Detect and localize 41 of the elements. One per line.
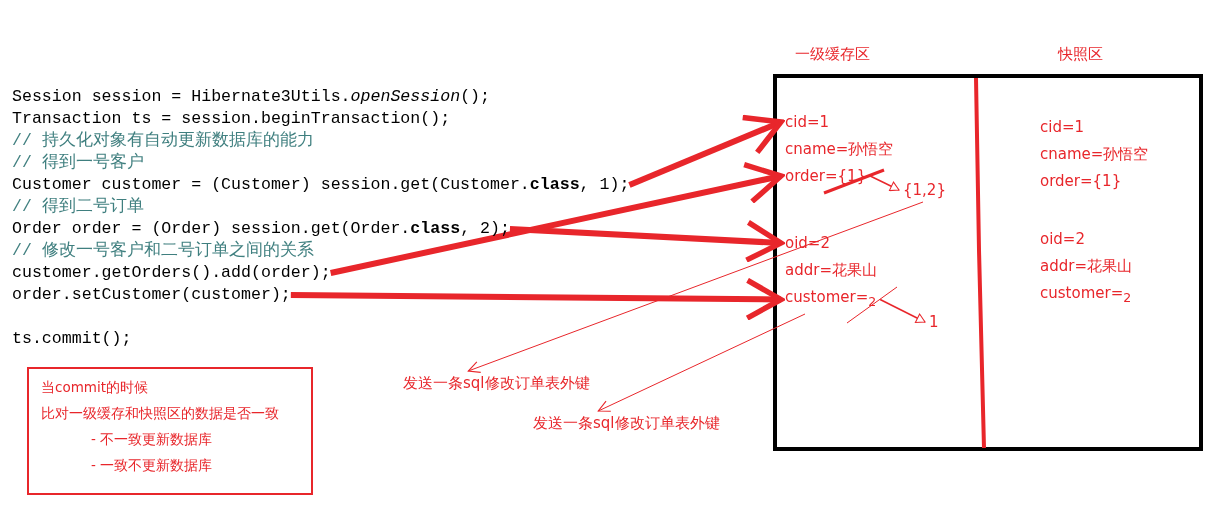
list-item: - 不一致更新数据库 bbox=[91, 430, 213, 449]
field-value: cid=1 bbox=[1040, 117, 1085, 137]
code-comment: // 持久化对象有自动更新数据库的能力 bbox=[12, 131, 314, 151]
arrow bbox=[330, 161, 784, 276]
arrow bbox=[869, 175, 900, 192]
code-line: Session session = Hibernate3Utils.openSession(); bbox=[12, 87, 490, 107]
code-line: Customer customer = (Customer) session.get(Customer.class, 1); bbox=[12, 175, 630, 195]
arrow bbox=[509, 219, 784, 263]
note-box bbox=[27, 367, 313, 495]
code-line: Transaction ts = session.beginTransaction(); bbox=[12, 109, 451, 129]
code-comment: // 修改一号客户和二号订单之间的关系 bbox=[12, 241, 314, 261]
code-line: customer.getOrders().add(order); bbox=[12, 263, 331, 283]
field-value: order={1} bbox=[1040, 171, 1122, 191]
field-value: oid=2 bbox=[1040, 229, 1085, 249]
code-line: Order order = (Order) session.get(Order.class, 2); bbox=[12, 219, 510, 239]
list-item: - 一致不更新数据库 bbox=[91, 456, 213, 475]
note-text: 比对一级缓存和快照区的数据是否一致 bbox=[41, 404, 279, 423]
field-value: addr=花果山 bbox=[1040, 256, 1132, 276]
code-line: ts.commit(); bbox=[12, 329, 132, 349]
code-comment: // 得到一号客户 bbox=[12, 153, 144, 173]
leader-line bbox=[467, 201, 924, 373]
annotation-text: 发送一条sql修改订单表外键 bbox=[403, 373, 590, 393]
leader-line bbox=[597, 313, 806, 412]
field-value: cid=1 bbox=[785, 112, 830, 132]
note-text: 当commit的时候 bbox=[41, 378, 149, 397]
code-comment: // 得到二号订单 bbox=[12, 197, 144, 217]
field-value: cname=孙悟空 bbox=[785, 139, 894, 159]
field-value: order={1} bbox=[785, 166, 867, 186]
field-value: customer=$_{2}$ bbox=[1040, 283, 1132, 308]
field-value: customer=$_{2}$ bbox=[785, 287, 877, 312]
arrow bbox=[628, 114, 784, 188]
annotation-text: 发送一条sql修改订单表外键 bbox=[533, 413, 720, 433]
region-heading: 快照区 bbox=[1058, 44, 1103, 64]
field-value: {1,2} bbox=[903, 180, 946, 200]
arrow bbox=[290, 277, 784, 321]
field-value: cname=孙悟空 bbox=[1040, 144, 1149, 164]
region-heading: 一级缓存区 bbox=[795, 44, 870, 64]
field-value: addr=花果山 bbox=[785, 260, 877, 280]
arrow bbox=[879, 298, 926, 323]
field-value: 1 bbox=[929, 312, 939, 332]
code-line: order.setCustomer(customer); bbox=[12, 285, 291, 305]
